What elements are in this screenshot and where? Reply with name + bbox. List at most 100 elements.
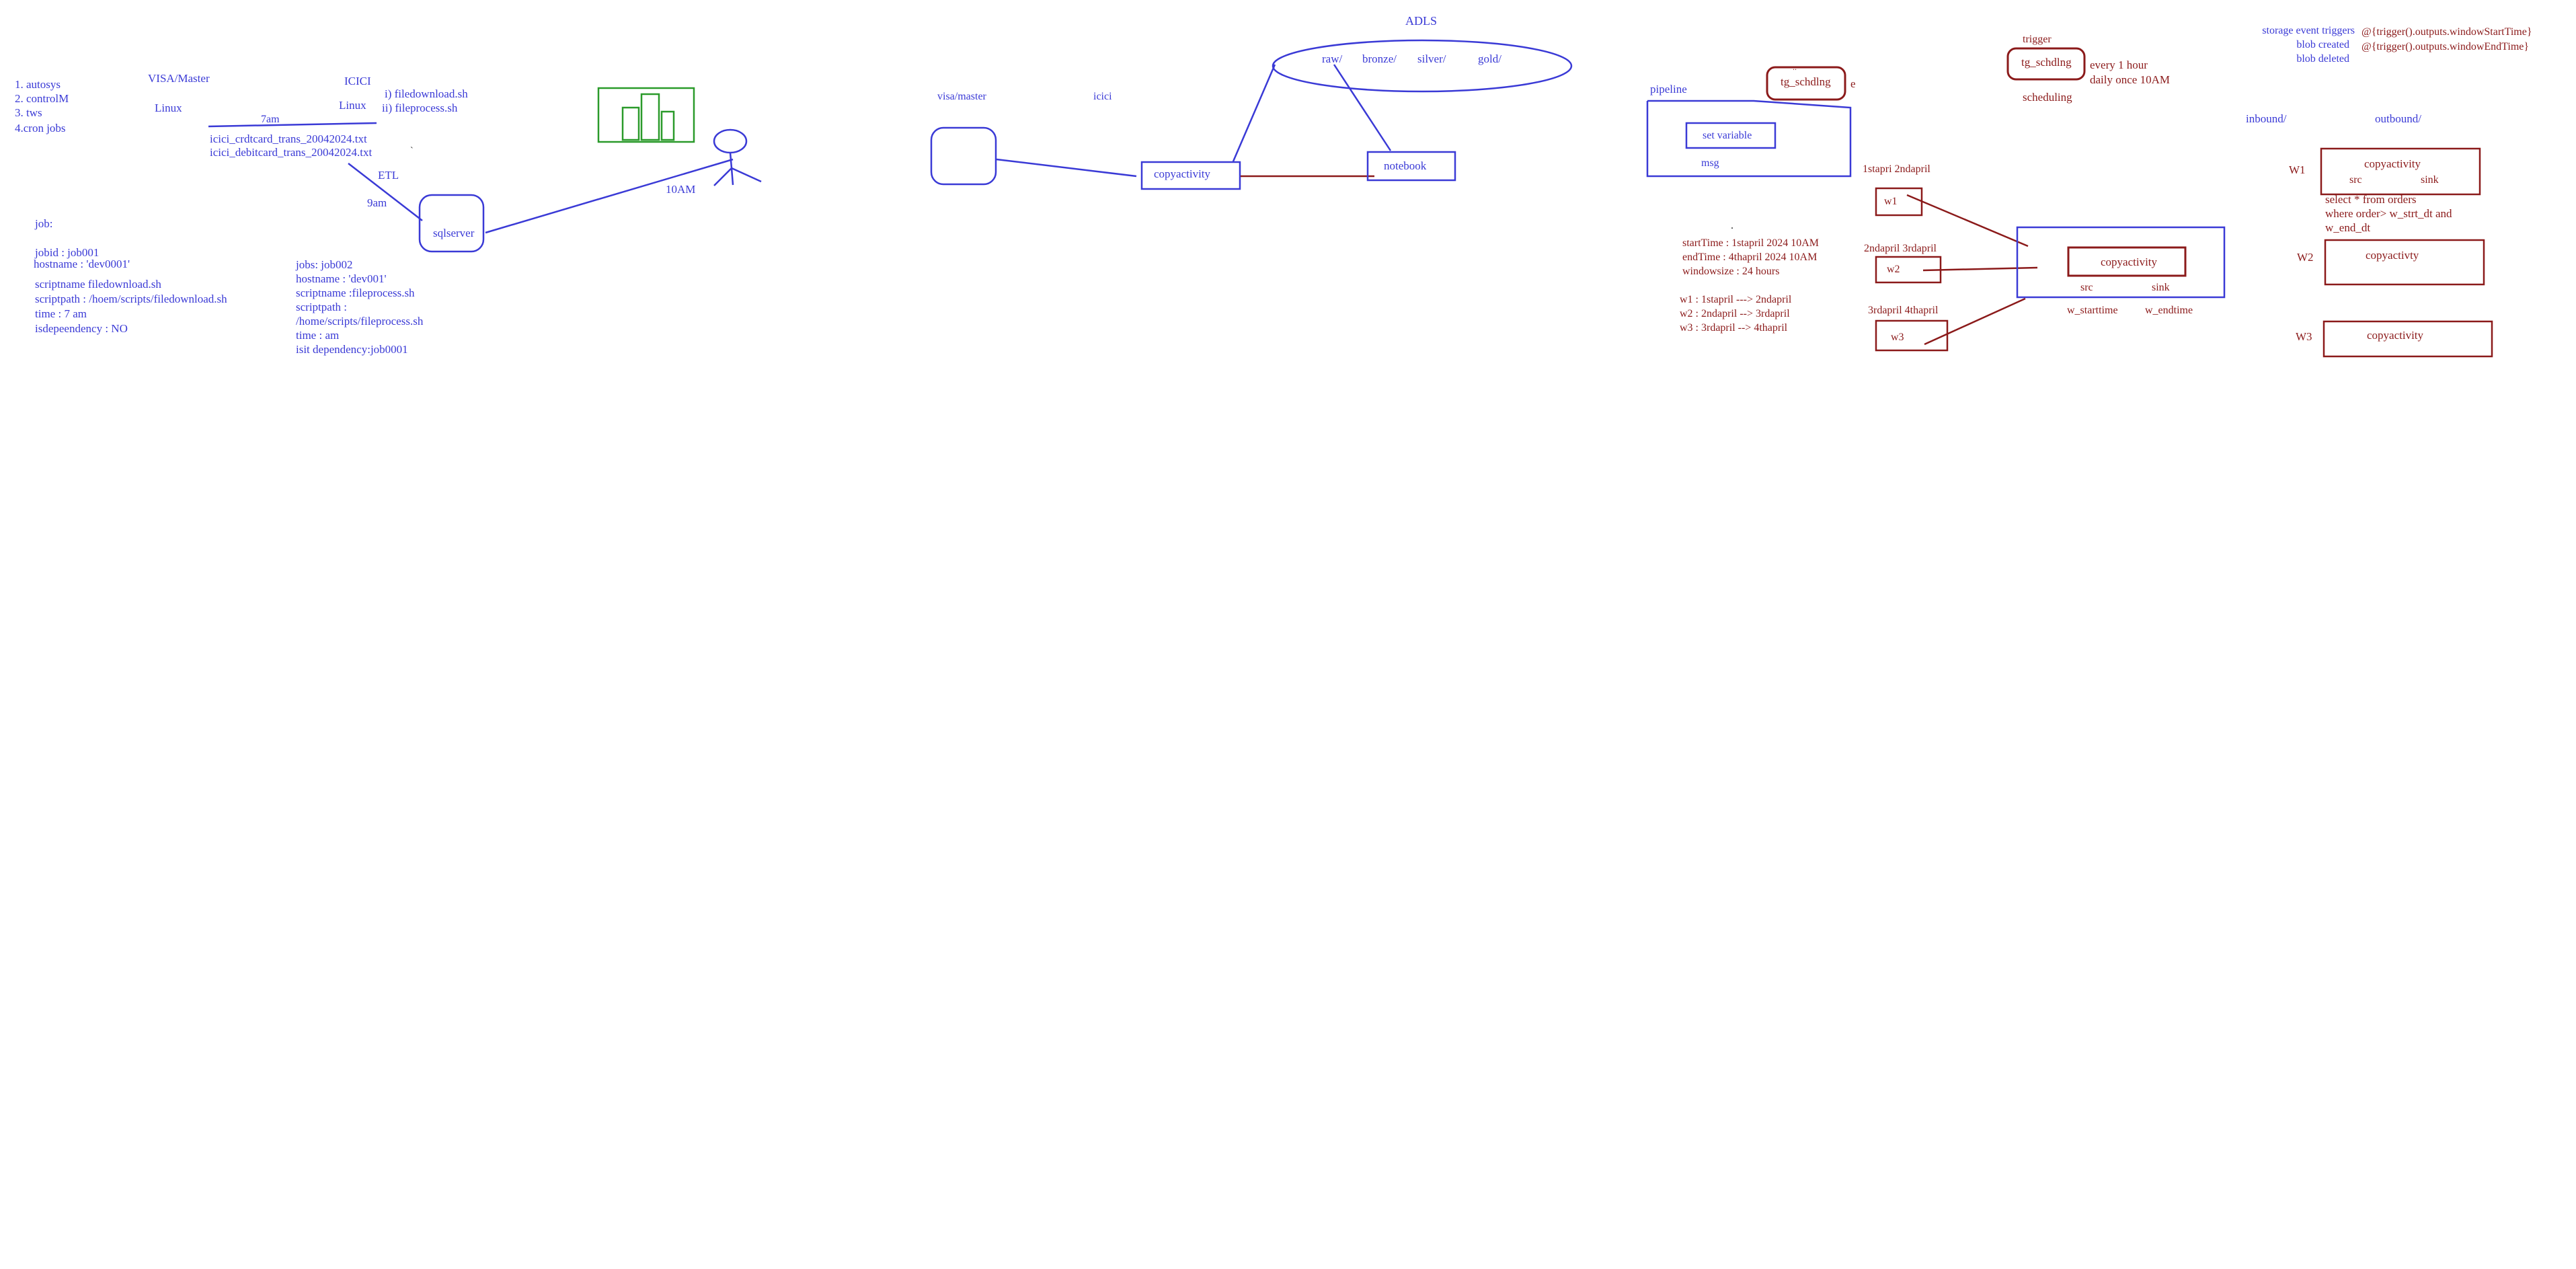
window-info-line: startTime : 1stapril 2024 10AM [1682,237,1819,249]
sqlserver-box [418,194,485,253]
job2-line: scriptpath : [296,301,347,313]
job1-line: hostname : 'dev0001' [34,258,130,270]
window-list: w1 : 1stapril ---> 2ndapril w2 : 2ndapri… [1680,294,1792,334]
etl-arrow [348,163,423,221]
copyactivity-label: copyactivity [2367,329,2424,342]
connector-line [485,158,734,234]
scheduler-item: 2. controlM [15,92,69,105]
adls-layer: gold/ [1478,52,1501,65]
copyactivity-box [2320,147,2481,196]
stray-mark: ` [410,146,414,156]
connector-line [1232,64,1276,162]
set-variable-box [1685,122,1777,149]
trigger-label: tg_schdlng [2021,56,2072,69]
linux-label: Linux [339,99,366,112]
trigger-title: trigger [2023,34,2052,45]
notebook-label: notebook [1384,159,1427,172]
sink-label: sink [2152,282,2170,293]
query-line: w_end_dt [2325,221,2370,234]
bar-chart-icon [597,87,695,143]
script-item: i) filedownload.sh [385,87,468,100]
scheduling-label: scheduling [2023,91,2072,104]
scheduler-item: 3. tws [15,106,42,119]
set-variable-label: set variable [1703,130,1752,141]
notebook-box [1366,151,1456,182]
job2-line: jobs: job002 [295,258,353,271]
event-label: blob created [2296,39,2349,50]
window-label: W1 [2289,163,2306,176]
job1-details: jobid : job001 hostname : 'dev0001' scri… [34,246,227,335]
job2-line: time : am [296,329,339,342]
adls-title: ADLS [1405,14,1437,28]
connector-line [1922,266,2038,272]
window-line: w3 : 3rdapril --> 4thapril [1680,322,1788,334]
scheduler-list: 1. autosys 2. controlM 3. tws 4.cron job… [15,78,69,134]
window-label: w3 [1891,332,1904,343]
query-line: select * from orders [2325,193,2416,206]
window-label: W2 [2297,251,2314,264]
visa-master-label: VISA/Master [148,72,210,85]
window-info: startTime : 1stapril 2024 10AM endTime :… [1682,237,1819,277]
trigger-expression: @{trigger().outputs.windowEndTime} [2362,41,2529,52]
connector-line [1924,297,2026,346]
connector-line [208,122,377,128]
job1-line: jobid : job001 [34,246,99,259]
copyactivity-label: copyactivty [2366,249,2419,262]
script-item: ii) fileprocess.sh [382,102,458,114]
scheduler-item: 1. autosys [15,78,61,91]
msg-label: msg [1701,157,1719,169]
window-line: w2 : 2ndapril --> 3rdapril [1680,308,1790,319]
source-label: icici [1093,91,1112,102]
job-heading: job: [34,217,52,230]
trigger-box [2006,47,2086,81]
linux-label: Linux [155,102,182,114]
sink-label: sink [2421,174,2439,186]
job1-line: time : 7 am [35,307,87,320]
trigger-frequency: daily once 10AM [2090,73,2170,86]
pipeline-label: pipeline [1650,83,1687,95]
window-box [1875,319,1949,352]
param-label: w_starttime [2067,305,2118,316]
file-name: icici_crdtcard_trans_20042024.txt [210,132,367,145]
job2-line: isit dependency:job0001 [296,343,408,356]
job2-details: jobs: job002 hostname : 'dev001' scriptn… [295,258,424,356]
window-line: w1 : 1stapril ---> 2ndapril [1680,294,1792,305]
job2-line: hostname : 'dev001' [296,272,387,285]
folder-label: inbound/ [2246,112,2287,125]
trigger-tail: e [1850,77,1856,90]
query-line: where order> w_strt_dt and [2325,207,2452,220]
copyactivity-box [2324,239,2485,286]
window-dates: 3rdapril 4thapril [1868,305,1939,316]
copyactivity-box [2323,320,2493,358]
trigger-frequency: every 1 hour [2090,59,2148,71]
copyactivity-label: copyactivity [2364,157,2421,170]
job2-line: /home/scripts/fileprocess.sh [296,315,424,328]
param-label: w_endtime [2145,305,2193,316]
pipeline-container [1646,100,1852,178]
window-label: w1 [1884,196,1898,207]
window-box [1875,187,1923,217]
source-box [930,126,997,186]
copyactivity-label: copyactivity [2101,256,2158,268]
icici-label: ICICI [344,75,371,87]
event-label: storage event triggers [2262,25,2355,36]
connector-line [996,158,1137,178]
window-info-line: windowsize : 24 hours [1682,266,1779,277]
adls-layer: silver/ [1417,52,1446,65]
time-label: 7am [261,114,280,125]
person-icon [713,128,762,186]
job2-line: scriptname :fileprocess.sh [296,286,415,299]
trigger-label: tg_schdlng [1781,75,1831,88]
adls-layer: raw/ [1322,52,1342,65]
job1-line: scriptpath : /hoem/scripts/filedownload.… [35,293,227,305]
file-name: icici_debitcard_trans_20042024.txt [210,146,373,159]
folder-label: outbound/ [2375,112,2421,125]
job1-line: scriptname filedownload.sh [35,278,161,291]
job1-line: isdepeendency : NO [35,322,128,335]
scheduler-item: 4.cron jobs [15,122,66,134]
window-label: w2 [1887,264,1900,275]
adls-container [1272,39,1573,93]
stray-mark: . [1731,220,1733,231]
window-dates: 1stapri 2ndapril [1863,163,1930,175]
